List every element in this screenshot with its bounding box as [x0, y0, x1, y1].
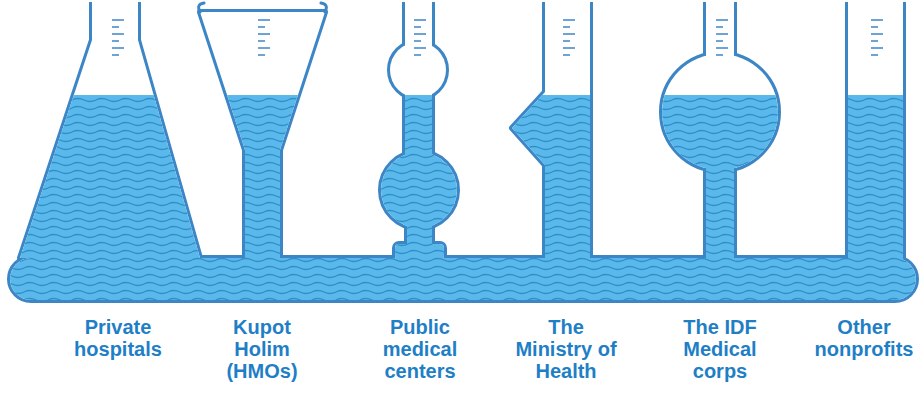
scale-tick [258, 47, 270, 49]
scale-tick [258, 54, 265, 56]
scale-tick [871, 54, 878, 56]
vessel-label: Other nonprofits [810, 316, 918, 360]
vessel-label: The IDF Medical corps [674, 316, 766, 382]
vessel-label: Kupot Holim (HMOs) [212, 316, 312, 382]
scale-tick [414, 54, 421, 56]
scale-tick [563, 54, 570, 56]
scale-tick [112, 26, 119, 28]
scale-tick [563, 40, 570, 42]
scale-tick [871, 26, 878, 28]
scale-tick [716, 54, 723, 56]
scale-tick [871, 19, 883, 21]
scale-tick [563, 19, 575, 21]
scale-tick [112, 40, 119, 42]
scale-tick [258, 26, 265, 28]
scale-tick [871, 47, 883, 49]
scale-tick [112, 33, 124, 35]
scale-tick [563, 33, 575, 35]
scale-tick [112, 47, 124, 49]
scale-tick [871, 40, 878, 42]
scale-tick [258, 33, 270, 35]
scale-tick [414, 33, 426, 35]
scale-tick [716, 33, 728, 35]
scale-tick [414, 40, 421, 42]
scale-tick [258, 19, 270, 21]
scale-tick [716, 47, 728, 49]
scale-tick [258, 40, 265, 42]
scale-tick [563, 47, 575, 49]
scale-tick [112, 54, 119, 56]
scale-tick [414, 26, 421, 28]
scale-tick [871, 33, 883, 35]
scale-tick [716, 26, 723, 28]
scale-tick [716, 40, 723, 42]
scale-tick [414, 47, 426, 49]
vessel-label: The Ministry of Health [514, 316, 618, 382]
scale-tick [716, 19, 728, 21]
scale-tick [112, 19, 124, 21]
scale-tick [414, 19, 426, 21]
scale-tick [563, 26, 570, 28]
vessel-label: Private hospitals [56, 316, 180, 360]
vessel-label: Public medical centers [374, 316, 466, 382]
